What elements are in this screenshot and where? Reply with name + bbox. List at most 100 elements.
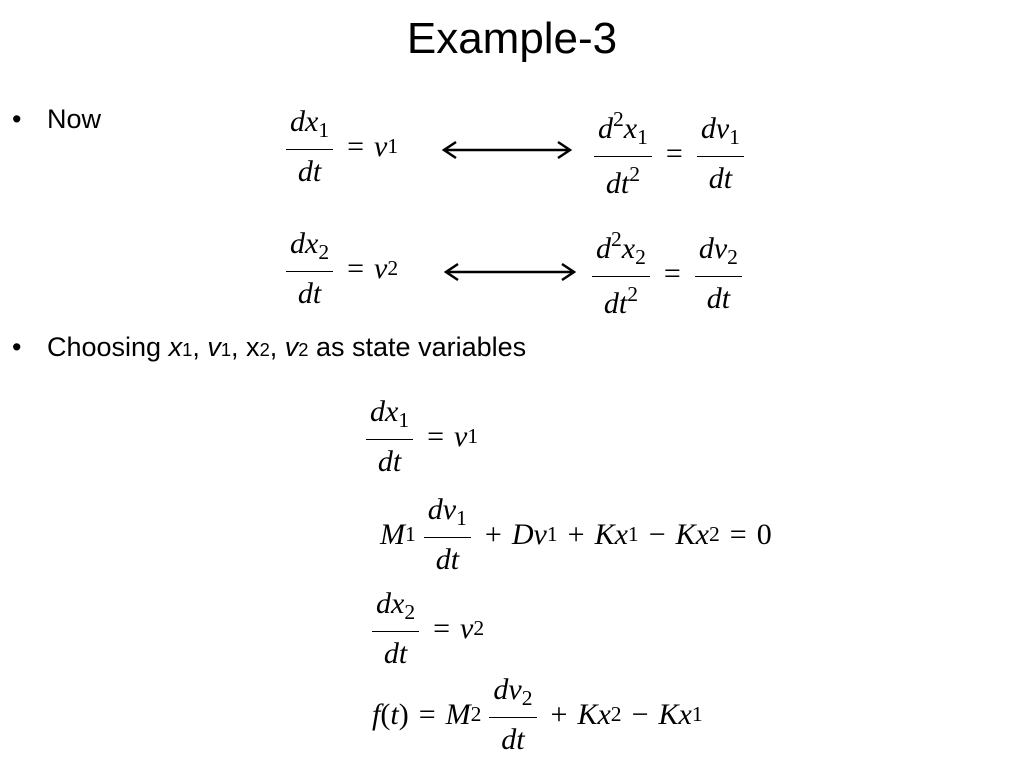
subscript: 1 [467,424,479,449]
numerator: dv [698,231,728,265]
subscript: 2 [727,244,738,269]
equation-d2x2-dt2: d2x2 dt2 = dv2 dt [588,228,746,319]
bullet-text: Now [47,104,102,134]
separator: , [192,332,208,362]
numerator: dx [376,587,405,620]
subscript: 2 [259,339,270,360]
numerator: dx [290,105,319,138]
denominator: dt [383,637,408,671]
stiffness-symbol: K [675,517,696,551]
superscript: 2 [611,227,622,251]
subscript: 1 [220,339,232,360]
subscript: 1 [387,134,399,159]
bullet-now: • Now [12,104,101,135]
fraction: dx1 dt [286,105,334,189]
fraction: dv1 dt [423,494,471,576]
equals-sign: = [347,251,365,285]
var-v: v [207,332,221,362]
subscript: 2 [387,256,399,281]
var-x: x [695,517,709,551]
fraction: dx2 dt [286,227,334,311]
subscript: 1 [182,339,193,360]
fraction: d2x2 dt2 [592,228,650,319]
force-symbol: f [372,697,381,731]
var-x: x [168,332,183,362]
equals-sign: = [347,129,365,163]
subscript: 2 [635,244,646,269]
damping-symbol: D [511,517,534,551]
var-v: v [284,332,299,362]
plus-sign: + [484,517,502,551]
subscript: 2 [473,616,485,641]
equals-sign: = [433,611,451,645]
subscript: 1 [729,124,740,149]
subscript: 1 [405,522,416,547]
equals-sign: = [418,697,436,731]
fraction: dv1 dt [696,111,744,196]
denominator: dt [297,155,322,189]
var-x: x [678,697,692,731]
numerator-x: x [621,231,636,265]
var-v: v [533,517,547,551]
numerator-x: x [623,111,638,145]
numerator: dx [370,395,399,428]
rhs-v: v [460,611,474,645]
stiffness-symbol: K [594,517,615,551]
var-t: t [390,697,399,731]
denominator: dt [501,723,525,757]
equals-sign: = [663,256,681,290]
numerator: dv [700,111,730,145]
stiffness-symbol: K [658,697,679,731]
separator: , x [231,332,260,362]
var-x: x [597,697,611,731]
superscript: 2 [627,282,639,307]
bullet-marker: • [12,104,22,134]
subscript: 2 [610,702,622,727]
fraction: dv2 dt [489,674,537,757]
rhs-v: v [374,129,388,163]
denominator: dt [603,286,628,320]
fraction: dx2 dt [372,587,420,671]
separator: , [269,332,285,362]
subscript: 1 [691,702,703,727]
subscript: 1 [637,124,648,149]
numerator: dx [290,227,319,260]
bullet-marker: • [12,332,22,362]
slide-title: Example-3 [406,14,618,63]
bullet-suffix: as state variables [308,332,527,362]
equals-sign: = [665,136,683,170]
plus-sign: + [567,517,585,551]
denominator: dt [377,445,402,479]
minus-sign: − [648,517,666,551]
minus-sign: − [631,697,649,731]
equation-d2x1-dt2: d2x1 dt2 = dv1 dt [590,108,748,199]
mass-symbol: M [380,517,405,551]
fraction: dv2 dt [694,231,742,316]
subscript: 2 [470,702,482,727]
superscript: 2 [613,107,624,131]
fraction: d2x1 dt2 [594,108,652,199]
denominator: dt [297,277,322,311]
subscript: 2 [521,686,533,711]
rhs-v: v [374,251,388,285]
denominator: dt [706,282,731,316]
superscript: 2 [629,162,641,187]
numerator-d: d [598,111,613,145]
fraction: dx1 dt [366,395,414,479]
paren: ( [380,697,391,731]
denominator: dt [605,166,630,200]
subscript: 1 [546,522,558,547]
denominator: dt [708,162,733,196]
subscript: 2 [318,240,330,265]
bullet-prefix: Choosing [47,332,169,362]
subscript: 1 [627,522,639,547]
zero: 0 [756,517,772,551]
paren: ) [398,697,409,731]
